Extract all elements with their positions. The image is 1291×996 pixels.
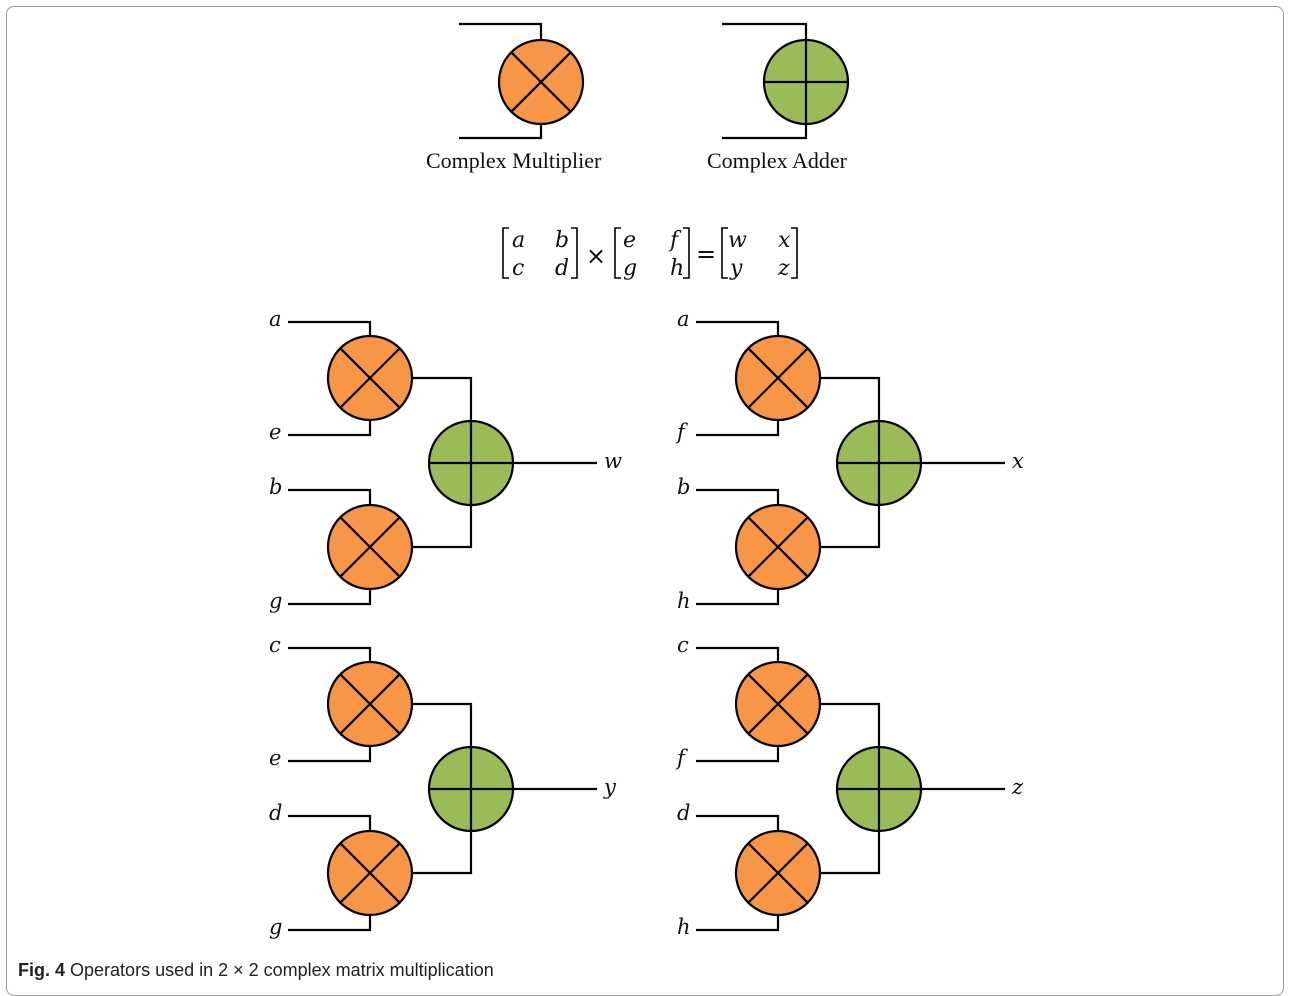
matrix-bracket <box>683 227 690 279</box>
m3-y: y <box>730 256 743 281</box>
input-wire <box>288 646 372 662</box>
input-label-d: d <box>269 801 283 825</box>
product-wire <box>820 505 881 549</box>
product-wire <box>412 376 473 421</box>
times-sign: × <box>586 242 607 270</box>
multiplier-cross <box>747 347 809 409</box>
product-wire <box>412 702 473 747</box>
input-wire <box>696 488 780 505</box>
m1-b: b <box>555 228 570 253</box>
legend-multiplier-label: Complex Multiplier <box>426 148 602 173</box>
m1-d: d <box>555 256 570 281</box>
input-wire <box>696 320 780 336</box>
input-wire <box>288 320 372 336</box>
matrix-bracket <box>502 227 509 279</box>
multiplier-cross <box>339 516 401 578</box>
input-wire <box>696 746 780 763</box>
input-label-h: h <box>677 589 691 613</box>
matrix-bracket <box>791 227 798 279</box>
m3-w: w <box>728 228 747 253</box>
multiplier-cross <box>747 673 809 735</box>
equals-sign: = <box>696 240 717 268</box>
legend-adder-wire <box>722 124 808 140</box>
product-wire <box>412 505 473 549</box>
m3-x: x <box>778 228 791 253</box>
input-label-b: b <box>677 475 691 499</box>
product-wire <box>820 376 881 421</box>
m3-z: z <box>778 256 790 281</box>
multiplier-cross <box>510 51 572 113</box>
input-label-d: d <box>677 801 691 825</box>
input-wire <box>288 814 372 831</box>
input-wire <box>288 420 372 437</box>
output-label-z: z <box>1012 775 1024 799</box>
input-wire <box>288 488 372 505</box>
input-wire <box>696 646 780 662</box>
input-wire <box>696 814 780 831</box>
multiplier-cross <box>339 673 401 735</box>
m1-c: c <box>512 256 525 281</box>
input-label-a: a <box>677 307 690 331</box>
legend-adder-label: Complex Adder <box>707 148 847 173</box>
input-label-g: g <box>269 589 283 613</box>
input-wire <box>696 589 780 606</box>
output-label-x: x <box>1012 449 1024 473</box>
multiplier-cross <box>747 516 809 578</box>
input-label-a: a <box>269 307 282 331</box>
input-wire <box>288 589 372 606</box>
product-wire <box>412 831 473 875</box>
input-wire <box>288 915 372 932</box>
input-label-h: h <box>677 915 691 939</box>
caption-label: Fig. 4 <box>18 960 66 980</box>
product-wire <box>820 702 881 747</box>
input-label-f: f <box>677 746 685 770</box>
multiplier-cross <box>747 842 809 904</box>
input-wire <box>288 746 372 763</box>
input-label-g: g <box>269 915 283 939</box>
figure-caption: Fig. 4 Operators used in 2 × 2 complex m… <box>18 960 494 981</box>
caption-text: Operators used in 2 × 2 complex matrix m… <box>70 960 494 980</box>
multiplier-cross <box>339 842 401 904</box>
input-label-e: e <box>269 420 282 444</box>
matrix-bracket <box>614 227 621 279</box>
input-label-b: b <box>269 475 283 499</box>
input-label-f: f <box>677 420 685 444</box>
legend-multiplier-wire <box>459 22 543 40</box>
m2-e: e <box>623 228 637 253</box>
matrix-bracket <box>571 227 578 279</box>
output-label-w: w <box>604 449 622 473</box>
m1-a: a <box>512 228 526 253</box>
input-label-c: c <box>269 633 281 657</box>
m2-f: f <box>670 228 679 253</box>
input-wire <box>696 420 780 437</box>
legend-multiplier-wire <box>459 124 543 140</box>
m2-h: h <box>670 256 685 281</box>
input-label-c: c <box>677 633 689 657</box>
m2-g: g <box>623 256 638 281</box>
output-label-y: y <box>604 775 616 799</box>
legend-adder-wire <box>722 22 808 40</box>
product-wire <box>820 831 881 875</box>
multiplier-cross <box>339 347 401 409</box>
input-wire <box>696 915 780 932</box>
matrix-bracket <box>721 227 728 279</box>
input-label-e: e <box>269 746 282 770</box>
